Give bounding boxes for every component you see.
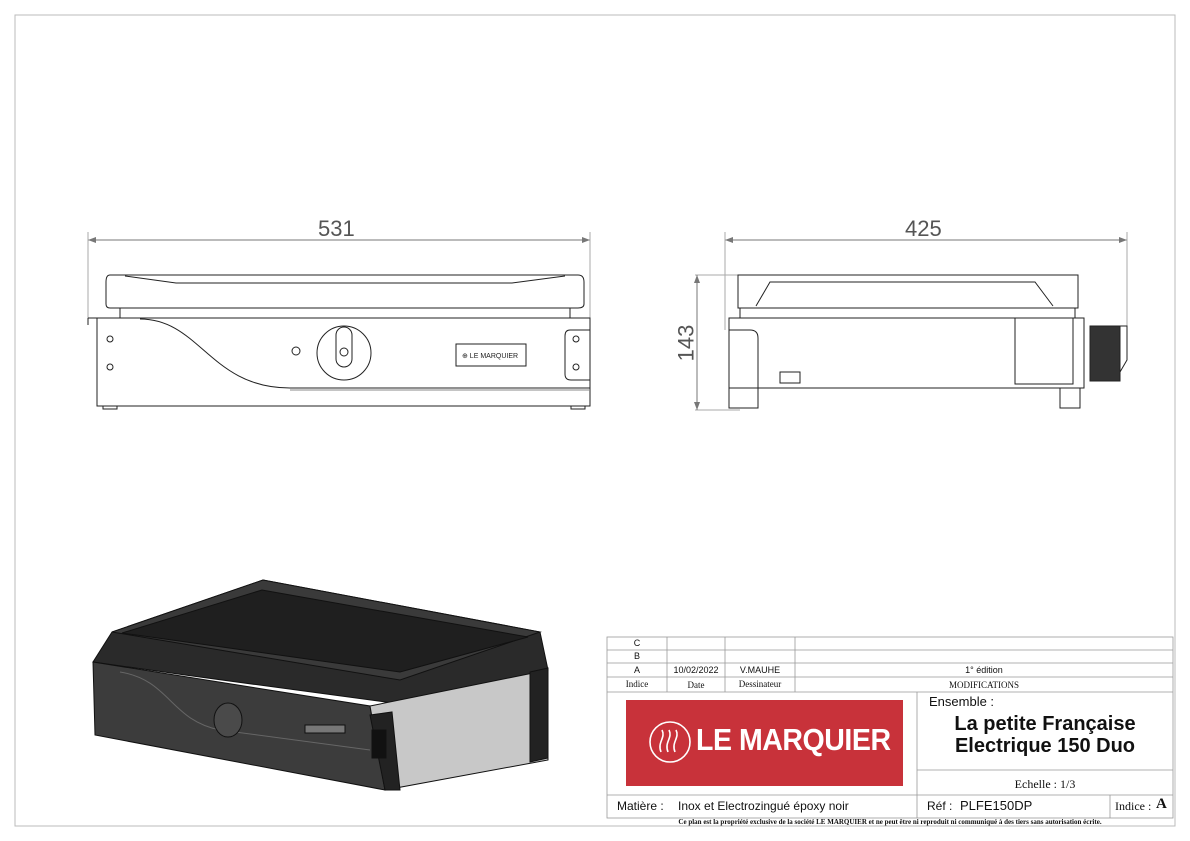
dimension-height: 143 [673,324,699,362]
ensemble-label: Ensemble : [929,694,995,709]
svg-text:⊕ LE MARQUIER: ⊕ LE MARQUIER [462,353,518,360]
indice-value: A [1156,796,1167,812]
logo-background [626,700,903,786]
revision-modification: 1° édition [965,665,1003,675]
revision-indice: A [633,665,640,675]
revision-date: 10/02/2022 [673,665,719,675]
title-block-grid [606,636,1174,819]
indice-label: Indice : [1115,799,1152,813]
matiere-value: Inox et Electrozingué époxy noir [678,799,849,813]
isometric-view [92,579,549,791]
matiere-label: Matière : [617,799,664,813]
footer-notice: Ce plan est la propriété exclusive de la… [678,818,1102,826]
revision-indice: B [633,651,640,661]
logo-text: LE MARQUIER [696,722,891,757]
revision-dessinateur: V.MAUHE [739,665,781,675]
side-view [694,232,1128,411]
ensemble-title: La petite Française Electrique 150 Duo [917,713,1173,757]
header-date: Date [687,680,705,690]
ref-label: Réf : [927,799,953,813]
revision-indice: C [633,638,641,648]
logo-flame-icon [649,721,691,763]
header-indice: Indice [625,679,649,689]
front-view: ⊕ LE MARQUIER [87,232,591,410]
dimension-depth: 425 [905,216,942,241]
sheet-frame [14,14,1176,827]
ensemble-title-line1: La petite Française [954,713,1136,735]
ref-value: PLFE150DP [960,798,1033,813]
ensemble-title-line2: Electrique 150 Duo [954,735,1136,757]
header-modifications: MODIFICATIONS [948,680,1019,690]
dimension-width: 531 [318,216,355,241]
header-dessinateur: Dessinateur [738,679,782,689]
echelle: Echelle : 1/3 [1014,777,1076,791]
